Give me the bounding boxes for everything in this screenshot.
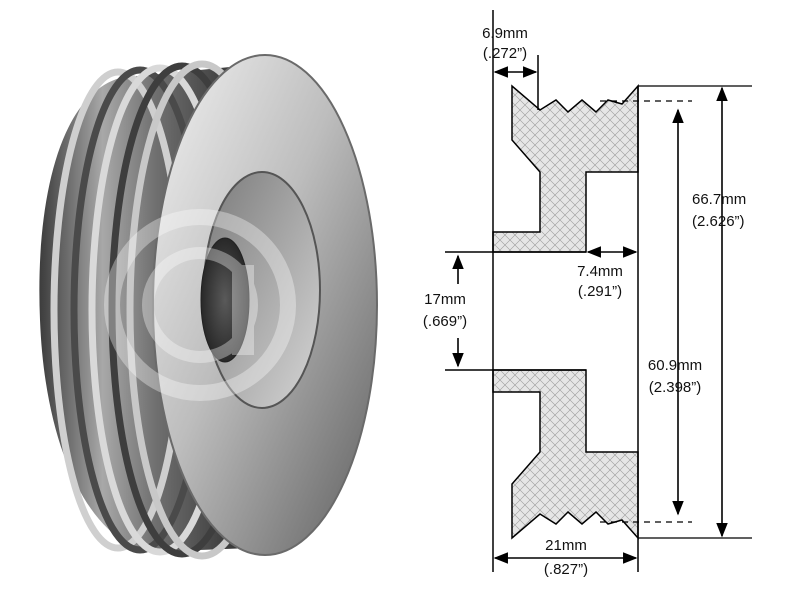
upper-section [492,84,639,253]
label-hub-offset-metric: 7.4mm [577,263,623,280]
label-bore-imperial: (.669”) [423,313,467,330]
cross-section [445,10,639,572]
pulley-bore [200,237,250,363]
dimension-arrows [452,66,728,564]
label-bore-metric: 17mm [424,291,466,308]
pulley-photo [39,54,378,560]
label-groove-depth-metric: 6.9mm [482,25,528,42]
label-width-metric: 21mm [545,537,587,554]
label-groove-diameter-metric: 60.9mm [648,357,702,374]
label-groove-diameter-imperial: (2.398”) [649,379,702,396]
label-width-imperial: (.827”) [544,561,588,578]
label-outer-diameter-metric: 66.7mm [692,191,746,208]
logo-ring-watermark [104,209,296,401]
label-groove-depth-imperial: (.272”) [483,45,527,62]
dimension-labels: 6.9mm (.272”) 66.7mm (2.626”) 7.4mm (.29… [423,25,746,578]
extension-lines [600,85,752,539]
lower-section [492,369,639,540]
label-hub-offset-imperial: (.291”) [578,283,622,300]
label-outer-diameter-imperial: (2.626”) [692,213,745,230]
